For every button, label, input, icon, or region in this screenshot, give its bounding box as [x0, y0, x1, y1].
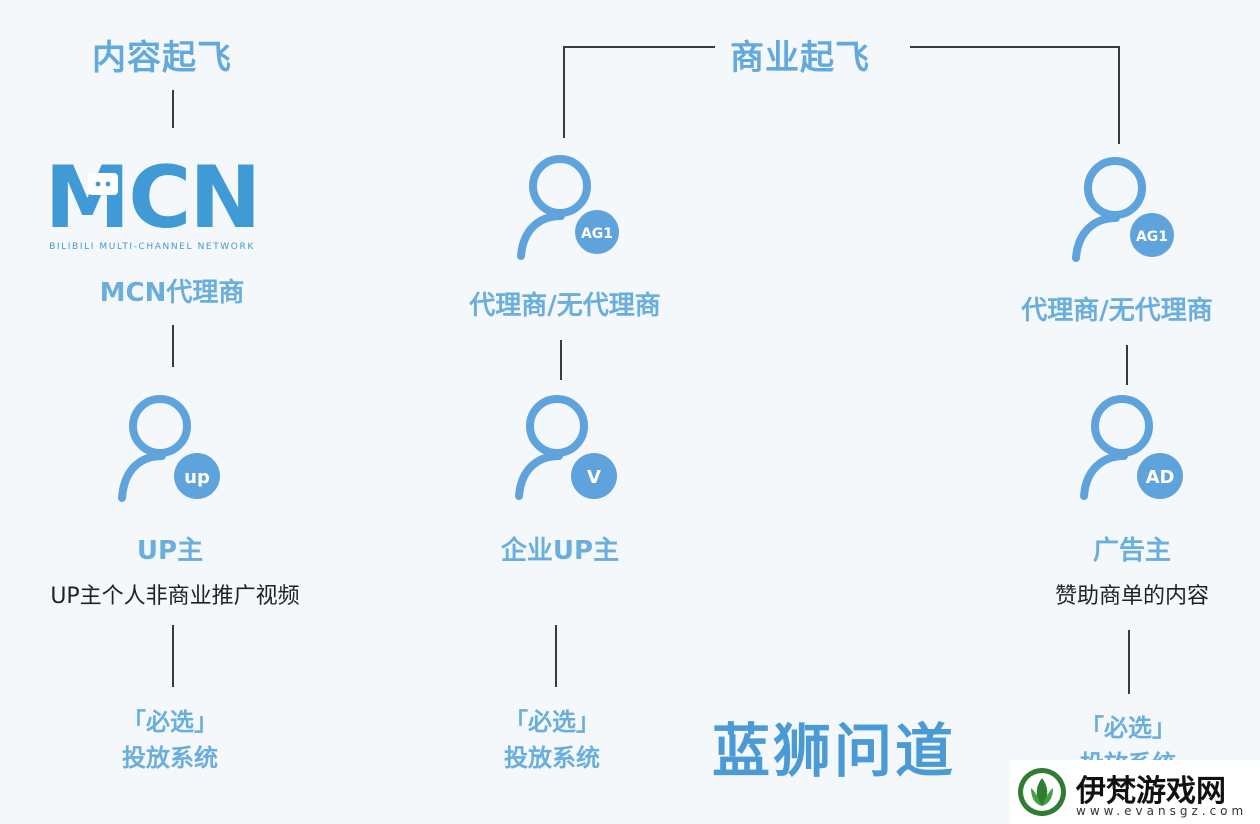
connector-line [1118, 46, 1120, 144]
right-agent-label: 代理商/无代理商 [1021, 296, 1213, 326]
enterprise-up-label: 企业UP主 [500, 536, 620, 566]
advertiser-description: 赞助商单的内容 [1054, 584, 1209, 609]
lanshi-watermark: 蓝狮问道 [712, 717, 957, 785]
advertiser-icon: AD [1070, 390, 1190, 505]
delivery-system-label: 投放系统 [504, 744, 600, 772]
site-logo-icon [1018, 768, 1066, 816]
agent-badge: AG1 [581, 226, 613, 242]
connector-line [172, 325, 174, 367]
site-badge[interactable]: 伊梵游戏网 www.evansgz.com [1010, 760, 1260, 824]
connector-line [563, 46, 565, 138]
tv-icon [88, 173, 118, 195]
right-agent-icon: AG1 [1060, 150, 1180, 265]
middle-agent-label: 代理商/无代理商 [469, 291, 661, 321]
up-user-icon: up [110, 390, 225, 505]
advertiser-label: 广告主 [1092, 536, 1171, 566]
connector-line [172, 90, 174, 128]
verified-user-icon: V [505, 390, 625, 505]
connector-line [555, 625, 557, 687]
up-description: UP主个人非商业推广视频 [50, 584, 300, 609]
up-label: UP主 [136, 536, 204, 566]
connector-line [1128, 630, 1130, 694]
connector-line [560, 340, 562, 380]
middle-agent-icon: AG1 [505, 150, 625, 265]
content-takeoff-title: 内容起飞 [92, 38, 232, 78]
mcn-logo-text: MCN [45, 155, 260, 248]
connector-line [1126, 345, 1128, 385]
connector-line [172, 625, 174, 687]
ad-badge: AD [1146, 467, 1175, 488]
mcn-logo-subtext: BILIBILI MULTI-CHANNEL NETWORK [49, 242, 255, 252]
delivery-system-label: 投放系统 [122, 744, 218, 772]
required-label: 「必选」 [1080, 714, 1176, 742]
up-badge: up [184, 467, 210, 488]
site-name: 伊梵游戏网 [1076, 774, 1226, 809]
agent-badge: AG1 [1136, 229, 1168, 245]
business-takeoff-title: 商业起飞 [730, 38, 870, 78]
site-url[interactable]: www.evansgz.com [1076, 804, 1248, 818]
connector-line [563, 46, 715, 48]
connector-line [910, 46, 1120, 48]
mcn-logo: MCN BILIBILI MULTI-CHANNEL NETWORK [22, 148, 282, 255]
mcn-agent-label: MCN代理商 [99, 278, 245, 308]
middle-required-option: 「必选」 投放系统 [452, 704, 652, 776]
v-badge: V [587, 467, 601, 488]
required-label: 「必选」 [122, 708, 218, 736]
required-label: 「必选」 [504, 708, 600, 736]
left-required-option: 「必选」 投放系统 [70, 704, 270, 776]
